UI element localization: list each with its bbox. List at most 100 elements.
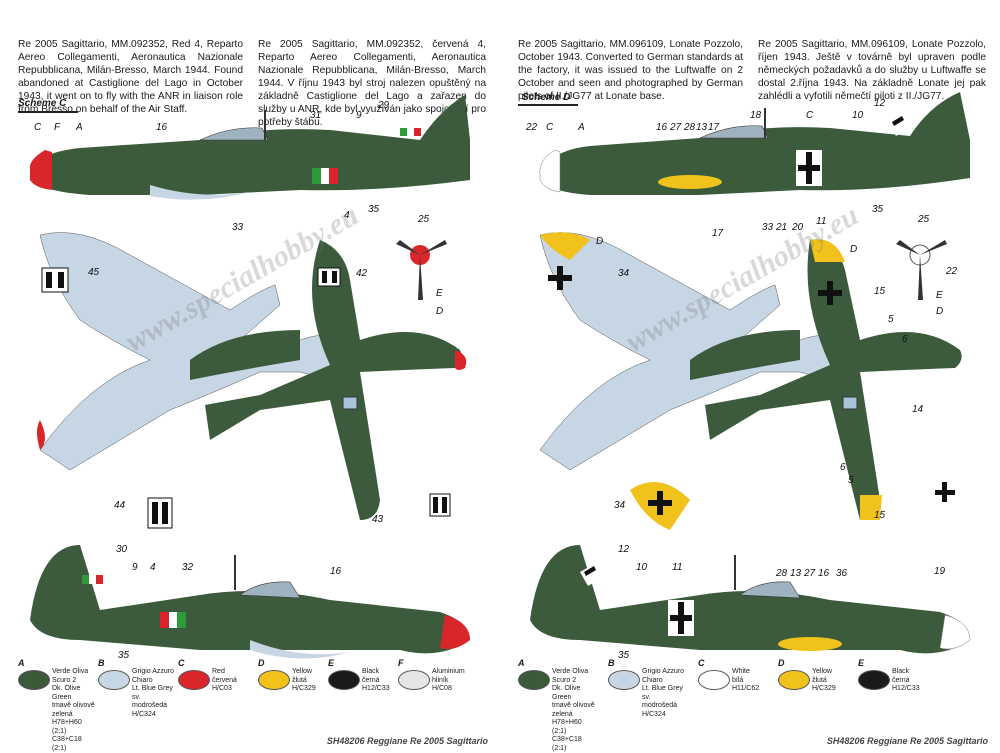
scheme-d-propeller xyxy=(896,240,947,300)
scheme-c-propeller xyxy=(396,240,447,300)
page-footer: SH48206 Reggiane Re 2005 Sagittario xyxy=(326,736,488,746)
left-page: Re 2005 Sagittario, MM.092352, Red 4, Re… xyxy=(0,0,500,752)
callout-label: 13 xyxy=(790,568,802,579)
scheme-d-callouts: 22 C A 16 27 28 13 17 18 C 10 12 33 21 2… xyxy=(525,98,958,661)
callout-label: 4 xyxy=(344,210,350,221)
legend-letter: D xyxy=(778,658,785,668)
legend-letter: B xyxy=(98,658,105,668)
callout-label: 28 xyxy=(683,122,696,133)
legend-swatch xyxy=(858,670,890,690)
scheme-c-description-en: Re 2005 Sagittario, MM.092352, Red 4, Re… xyxy=(18,39,243,115)
legend-letter: C xyxy=(698,658,705,668)
page-footer: SH48206 Reggiane Re 2005 Sagittario xyxy=(826,736,988,746)
scheme-d-underside-view xyxy=(539,232,841,530)
legend-swatch xyxy=(18,670,50,690)
callout-label: 44 xyxy=(114,500,126,511)
callout-label: 13 xyxy=(696,122,708,133)
callout-label: 16 xyxy=(330,566,342,577)
callout-label: 16 xyxy=(656,122,668,133)
legend-swatch xyxy=(398,670,430,690)
legend-swatch xyxy=(518,670,550,690)
legend-swatch xyxy=(778,670,810,690)
callout-label: E xyxy=(436,288,443,299)
legend-text: Yellow žlutá H/C329 xyxy=(292,668,316,692)
callout-label: C xyxy=(34,122,42,133)
legend-swatch xyxy=(698,670,730,690)
callout-label: 33 xyxy=(232,222,244,233)
callout-label: 34 xyxy=(614,500,626,511)
legend-text: Black černá H12/C33 xyxy=(892,668,920,692)
callout-label: 17 xyxy=(708,122,720,133)
scheme-c-underside-view xyxy=(37,232,341,529)
callout-label: 16 xyxy=(818,568,830,579)
callout-label: F xyxy=(54,122,61,133)
legend-text: Black černá H12/C33 xyxy=(362,668,390,692)
callout-label: 27 xyxy=(669,122,682,133)
callout-label: 18 xyxy=(750,110,762,121)
scheme-c-color-legend: A Verde Oliva Scuro 2 Dk. Olive Green tm… xyxy=(18,658,488,752)
callout-label: 6 xyxy=(840,462,846,473)
legend-letter: C xyxy=(178,658,185,668)
callout-label: 36 xyxy=(836,568,848,579)
scheme-d-artwork: 22 C A 16 27 28 13 17 18 C 10 12 33 21 2… xyxy=(525,92,971,661)
callout-label: C xyxy=(806,110,814,121)
scheme-c-top-view xyxy=(205,240,467,520)
callout-label: 15 xyxy=(874,510,886,521)
callout-label: 22 xyxy=(945,266,958,277)
callout-label: 31 xyxy=(310,110,321,121)
callout-label: D xyxy=(850,244,857,255)
legend-swatch xyxy=(178,670,210,690)
scheme-c-description-cz: Re 2005 Sagittario, MM.092352, červená 4… xyxy=(258,39,486,128)
callout-label: 43 xyxy=(372,514,384,525)
legend-text: Grigio Azzuro Chiaro Lt. Blue Grey sv. m… xyxy=(642,668,685,718)
legend-text: Aluminium hliník H/C08 xyxy=(432,668,465,692)
callout-label: 11 xyxy=(672,562,682,573)
callout-label: 9 xyxy=(132,562,138,573)
callout-label: C xyxy=(546,122,554,133)
scheme-c-side-profile xyxy=(29,95,470,200)
callout-label: D xyxy=(936,306,943,317)
callout-label: 42 xyxy=(356,268,368,279)
callout-label: 32 xyxy=(182,562,194,573)
scheme-c-lower-side-profile xyxy=(30,545,470,659)
right-page: Re 2005 Sagittario, MM.096109, Lonate Po… xyxy=(500,0,1000,752)
scheme-c-label: Scheme C xyxy=(18,98,67,109)
callout-label: 12 xyxy=(874,98,886,109)
callout-label: 35 xyxy=(118,650,130,661)
callout-label: 33 xyxy=(762,222,774,233)
callout-label: 19 xyxy=(934,566,946,577)
callout-label: 4 xyxy=(150,562,156,573)
callout-label: 5 xyxy=(888,314,894,325)
callout-label: 10 xyxy=(852,110,864,121)
scheme-d-description-en: Re 2005 Sagittario, MM.096109, Lonate Po… xyxy=(518,39,743,102)
callout-label: 22 xyxy=(525,122,538,133)
legend-text: Verde Oliva Scuro 2 Dk. Olive Green tmav… xyxy=(52,668,95,752)
callout-label: 45 xyxy=(88,267,100,278)
callout-label: 29 xyxy=(377,100,390,111)
callout-label: 17 xyxy=(712,228,724,239)
legend-swatch xyxy=(328,670,360,690)
legend-text: Yellow žlutá H/C329 xyxy=(812,668,836,692)
legend-text: Grigio Azzuro Chiaro Lt. Blue Grey sv. m… xyxy=(132,668,175,718)
scheme-d-lower-side-profile xyxy=(530,545,971,654)
callout-label: 5 xyxy=(848,475,854,486)
callout-label: E xyxy=(936,290,943,301)
legend-letter: A xyxy=(518,658,525,668)
callout-label: 16 xyxy=(156,122,168,133)
callout-label: 10 xyxy=(636,562,648,573)
callout-label: 35 xyxy=(368,204,380,215)
legend-swatch xyxy=(258,670,290,690)
scheme-d-description-cz: Re 2005 Sagittario, MM.096109, Lonate Po… xyxy=(758,39,986,102)
callout-label: 11 xyxy=(816,216,826,227)
legend-letter: E xyxy=(858,658,865,668)
callout-label: 25 xyxy=(917,214,930,225)
legend-text: White bílá H11/C62 xyxy=(732,668,760,692)
legend-letter: F xyxy=(398,658,404,668)
scheme-d-top-view xyxy=(705,239,962,520)
legend-letter: E xyxy=(328,658,335,668)
scheme-d-side-profile xyxy=(539,92,970,195)
callout-label: 9 xyxy=(356,110,362,121)
callout-label: 12 xyxy=(618,544,630,555)
callout-label: 20 xyxy=(791,222,804,233)
callout-label: 28 xyxy=(775,568,788,579)
